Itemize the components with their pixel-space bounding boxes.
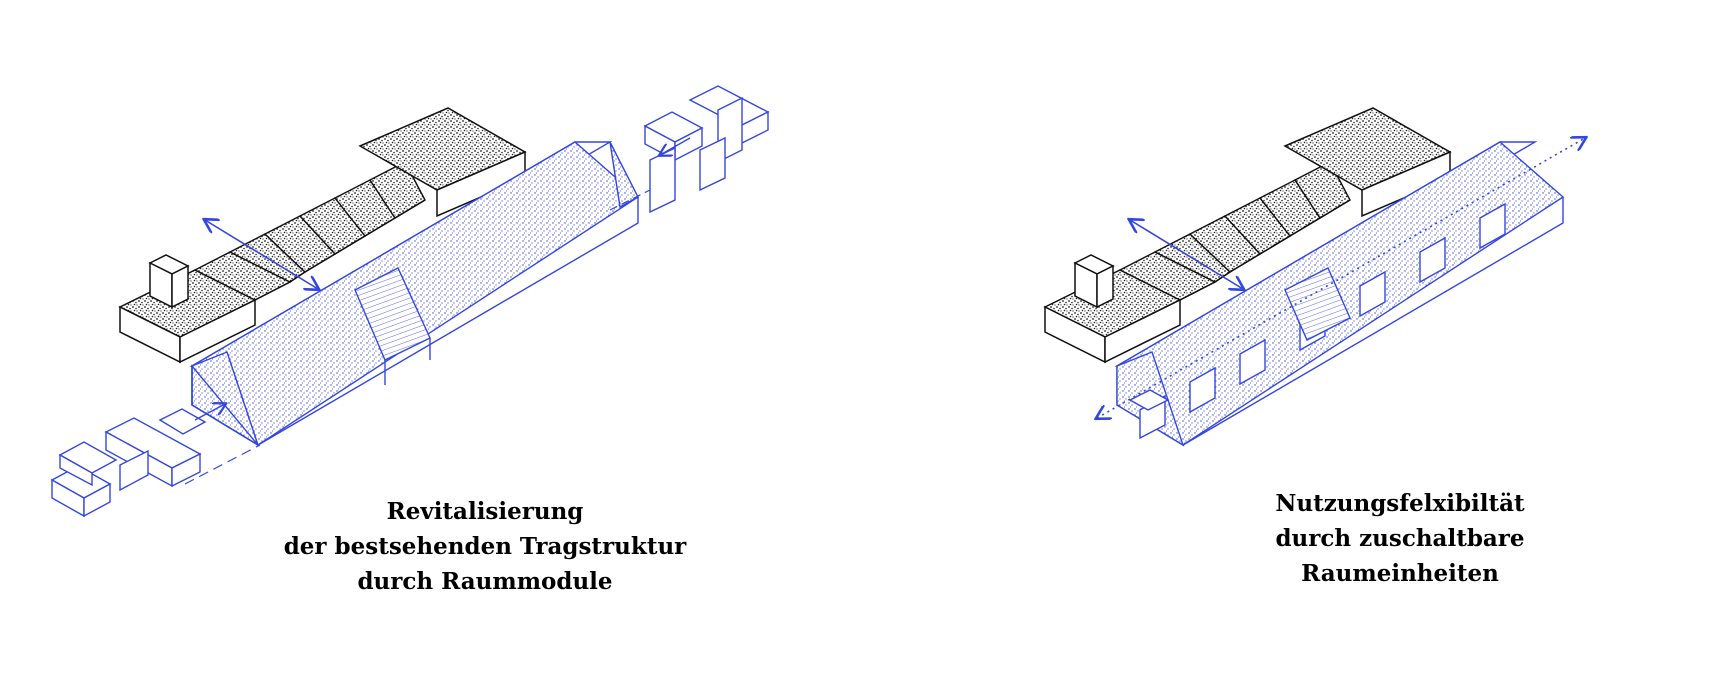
- caption-left-line1: Revitalisierung: [386, 498, 584, 525]
- right-double-arrow: [1130, 220, 1243, 289]
- caption-left: Revitalisierung der bestsehenden Tragstr…: [250, 494, 720, 599]
- right-chimney: [1073, 254, 1115, 309]
- left-chimney: [148, 254, 190, 309]
- left-double-arrow: [205, 220, 318, 289]
- left-module-boxes-bottom: [50, 408, 207, 518]
- left-dashed-guide-top: [609, 189, 651, 211]
- left-blue-hall: [189, 141, 640, 447]
- right-dotted-axis-arrow: [1097, 138, 1585, 418]
- caption-right-line3: Raumeinheiten: [1301, 560, 1499, 587]
- left-arrow-into-hall: [194, 404, 225, 421]
- caption-right-line2: durch zuschaltbare: [1275, 525, 1525, 552]
- left-arrow-from-modules: [660, 137, 691, 155]
- caption-left-line3: durch Raummodule: [357, 568, 613, 595]
- left-large-black-block: [358, 107, 527, 218]
- right-diagram: [1043, 107, 1585, 447]
- left-dashed-guide-bottom: [184, 444, 261, 485]
- left-diagram: [50, 85, 770, 518]
- caption-left-line2: der bestsehenden Tragstruktur: [283, 533, 687, 560]
- caption-right: Nutzungsfelxibiltät durch zuschaltbare R…: [1230, 486, 1570, 591]
- caption-right-line1: Nutzungsfelxibiltät: [1275, 490, 1525, 517]
- left-module-boxes-top: [643, 85, 770, 214]
